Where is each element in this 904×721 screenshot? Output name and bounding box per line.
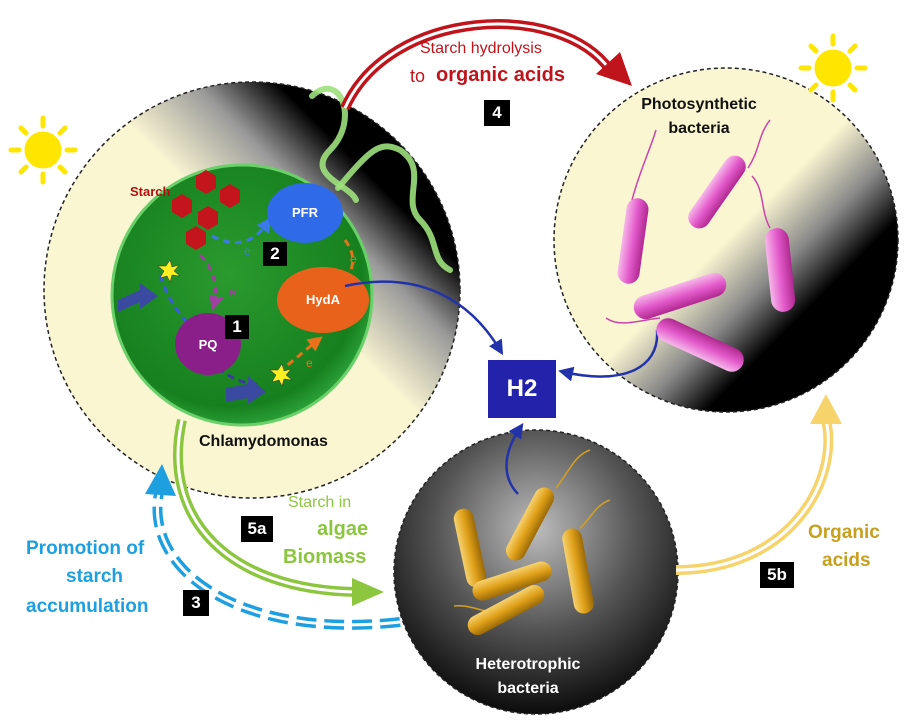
hetero-to-h2-arrow <box>505 423 524 495</box>
electron-label-3: e <box>229 285 236 299</box>
hyda-label: HydA <box>306 292 340 307</box>
organic-acids-arrowhead <box>810 394 842 424</box>
spark-icon <box>157 259 181 283</box>
accumulation-label: accumulation <box>26 596 149 617</box>
badge-3: 3 <box>183 590 209 616</box>
photosynthetic-circle <box>553 67 899 413</box>
organic-acids-bold-label: organic acids <box>436 64 565 86</box>
starch-label: Starch <box>130 184 171 199</box>
starch-granules <box>172 170 240 250</box>
starch-in-label: Starch in <box>288 494 352 511</box>
hyda-ellipse <box>277 267 369 333</box>
starch-to-pq-arrow <box>198 253 224 311</box>
light-arrow-2 <box>226 376 266 404</box>
chlamydomonas-label: Chlamydomonas <box>199 433 328 450</box>
pfr-label: PFR <box>292 205 318 220</box>
electron-label-1: e <box>244 244 251 258</box>
starch-hydrolysis-label: Starch hydrolysis <box>420 40 542 57</box>
gold-bacteria <box>453 449 611 636</box>
electron-label-2: e <box>350 252 357 266</box>
promotion-arrowhead <box>145 464 176 496</box>
algae-label: algae <box>317 518 369 540</box>
heterotrophic-bacteria-label: bacteria <box>497 680 559 697</box>
acids-label: acids <box>822 550 871 571</box>
heterotrophic-label: Heterotrophic <box>475 656 581 673</box>
starch-word-label: starch <box>66 566 124 587</box>
to-label: to <box>410 66 426 86</box>
light-arrow-1 <box>118 283 158 312</box>
sun-icon-2 <box>798 33 868 103</box>
badge-1: 1 <box>225 315 249 339</box>
light-to-pq-arrow <box>158 274 197 333</box>
biomass-arrowhead <box>352 578 384 606</box>
organic-acids-arrow <box>675 418 834 575</box>
photosynthetic-label: Photosynthetic <box>641 96 757 113</box>
pfr-to-hyda-arrow <box>337 239 355 286</box>
badge-4: 4 <box>484 100 510 126</box>
biomass-label: Biomass <box>283 546 367 568</box>
badge-5b: 5b <box>760 562 794 588</box>
badge-2: 2 <box>263 242 287 266</box>
photo-to-h2-arrow <box>558 329 659 382</box>
flagellum-2 <box>335 143 453 273</box>
organic-label: Organic <box>808 522 880 543</box>
promotion-of-label: Promotion of <box>26 538 145 559</box>
spark-icon-2 <box>269 363 293 387</box>
badge-5a: 5a <box>241 516 273 542</box>
pfr-ellipse <box>267 183 343 243</box>
pink-bacteria <box>605 119 796 372</box>
hydrolysis-arrowhead <box>596 52 632 86</box>
hyda-to-h2-arrow <box>344 280 504 356</box>
pq-label: PQ <box>198 337 218 352</box>
photosynthetic-bacteria-label: bacteria <box>668 120 730 137</box>
sun-icon <box>8 115 78 185</box>
h2-box: H2 <box>488 360 556 418</box>
electron-label-4: e <box>306 356 313 370</box>
pq-ellipse <box>175 313 241 375</box>
